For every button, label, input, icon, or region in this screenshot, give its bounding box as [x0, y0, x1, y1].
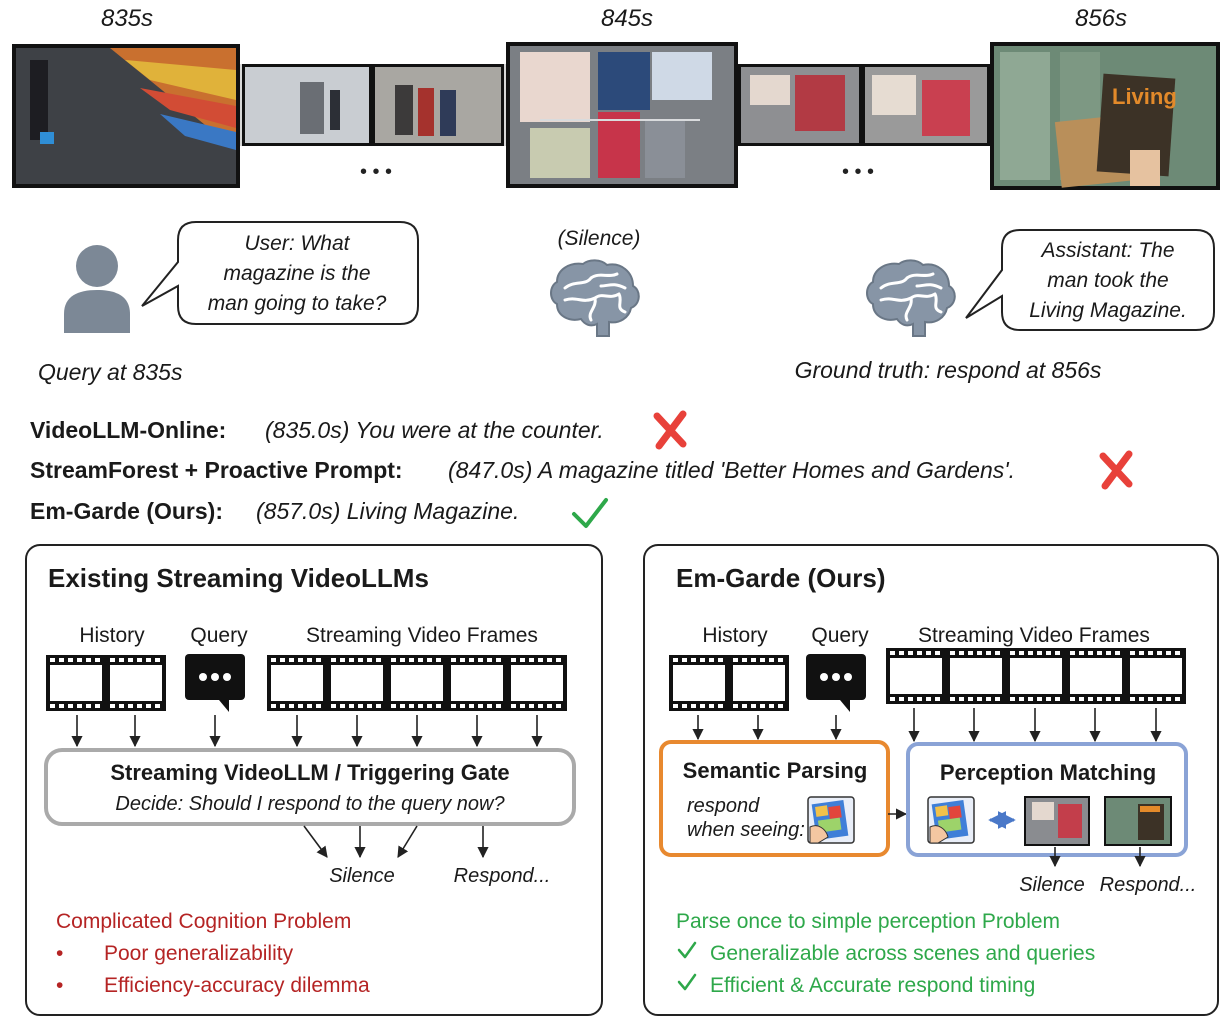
- right-output-arrows: [1049, 847, 1146, 868]
- check-efficient-accurate: Efficient & Accurate respond timing: [710, 974, 1035, 997]
- left-frames-label: Streaming Video Frames: [306, 624, 538, 647]
- check-generalizable: Generalizable across scenes and queries: [710, 942, 1095, 965]
- bullet-dot: •: [56, 942, 63, 965]
- model-name: Em-Garde (Ours):: [30, 498, 223, 524]
- bullet-poor-generalizability: Poor generalizability: [104, 942, 294, 965]
- checkmark-icon: [677, 973, 697, 991]
- left-input-arrows: [71, 715, 543, 748]
- magazine-target-icon: [807, 796, 855, 844]
- ground-truth-caption: Ground truth: respond at 856s: [795, 357, 1102, 383]
- ellipsis-2: • • •: [842, 161, 874, 183]
- brain-icon-845s: [549, 258, 641, 338]
- assistant-line-3: Living Magazine.: [1029, 299, 1187, 322]
- user-line-1: User: What: [244, 232, 350, 255]
- cross-icon: [653, 410, 687, 450]
- user-speech-bubble: User: What magazine is the man going to …: [141, 221, 419, 325]
- right-frames-label: Streaming Video Frames: [918, 624, 1150, 647]
- right-panel-em-garde: Em-Garde (Ours) History Query Streaming …: [643, 544, 1219, 1016]
- result-row-videollm-online: VideoLLM-Online: (835.0s) You were at th…: [30, 410, 687, 450]
- magazine-cover-logo: Living: [1112, 84, 1177, 109]
- ellipsis-1: • • •: [360, 161, 392, 183]
- check-icon: [572, 498, 608, 528]
- frame-rack-2: [862, 64, 990, 146]
- bullet-dot: •: [56, 974, 63, 997]
- model-output: (835.0s) You were at the counter.: [265, 417, 604, 443]
- left-output-arrows: [303, 825, 489, 859]
- frame-people: [372, 64, 504, 146]
- assistant-line-2: man took the: [1047, 269, 1168, 292]
- right-input-arrows: [692, 708, 1162, 743]
- matching-frame-rack: [1024, 796, 1090, 846]
- bullet-efficiency-accuracy: Efficiency-accuracy dilemma: [104, 974, 370, 997]
- left-silence-label: Silence: [329, 865, 395, 887]
- silence-label: (Silence): [558, 227, 641, 250]
- brain-icon-856s: [865, 258, 957, 338]
- assistant-speech-bubble: Assistant: The man took the Living Magaz…: [965, 229, 1215, 331]
- triggering-gate-box: Streaming VideoLLM / Triggering Gate Dec…: [44, 748, 576, 826]
- frame-835s-snack-aisle: [12, 44, 240, 188]
- perception-matching-title: Perception Matching: [940, 760, 1156, 785]
- user-line-3: man going to take?: [208, 292, 387, 315]
- model-output: (857.0s) Living Magazine.: [256, 498, 519, 524]
- right-frames-filmstrip: [886, 648, 1186, 704]
- frame-845s-magazine-rack: [506, 42, 738, 188]
- right-panel-title: Em-Garde (Ours): [676, 563, 886, 593]
- magazine-query-icon: [927, 796, 975, 844]
- matching-frame-living: [1104, 796, 1172, 846]
- right-respond-label: Respond...: [1100, 874, 1197, 896]
- right-silence-label: Silence: [1019, 874, 1085, 896]
- left-history-filmstrip: [46, 655, 166, 711]
- model-name: StreamForest + Proactive Prompt:: [30, 457, 403, 483]
- query-caption: Query at 835s: [38, 359, 183, 385]
- timestamp-845: 845s: [601, 5, 653, 32]
- left-query-label: Query: [190, 624, 248, 647]
- parsing-sub-2: when seeing:: [687, 819, 805, 841]
- timestamp-835: 835s: [101, 5, 153, 32]
- left-panel-title: Existing Streaming VideoLLMs: [48, 563, 429, 593]
- frame-corridor: [242, 64, 372, 146]
- right-history-label: History: [702, 624, 768, 647]
- semantic-parsing-box: Semantic Parsing respond when seeing:: [659, 740, 890, 857]
- frame-rack-1: [738, 64, 862, 146]
- result-row-streamforest: StreamForest + Proactive Prompt: (847.0s…: [30, 450, 1133, 490]
- parsing-sub-1: respond: [687, 795, 760, 817]
- solution-heading: Parse once to simple perception Problem: [676, 910, 1060, 933]
- right-query-label: Query: [811, 624, 869, 647]
- gate-title: Streaming VideoLLM / Triggering Gate: [110, 760, 509, 785]
- perception-matching-box: Perception Matching: [906, 742, 1188, 857]
- timestamp-856: 856s: [1075, 5, 1127, 32]
- model-name: VideoLLM-Online:: [30, 417, 226, 443]
- result-row-em-garde: Em-Garde (Ours): (857.0s) Living Magazin…: [30, 498, 608, 528]
- assistant-line-1: Assistant: The: [1039, 239, 1174, 262]
- cross-icon: [1099, 450, 1133, 490]
- left-respond-label: Respond...: [454, 865, 551, 887]
- user-line-2: magazine is the: [223, 262, 370, 285]
- left-frames-filmstrip: [267, 655, 567, 711]
- problem-heading: Complicated Cognition Problem: [56, 910, 351, 933]
- right-history-filmstrip: [669, 655, 789, 711]
- user-icon: [64, 245, 130, 333]
- frame-856s-living-magazine: Living: [990, 42, 1220, 190]
- gate-subtitle: Decide: Should I respond to the query no…: [115, 793, 505, 815]
- left-panel-existing-videollms: Existing Streaming VideoLLMs History Que…: [25, 544, 603, 1016]
- left-history-label: History: [79, 624, 145, 647]
- model-output: (847.0s) A magazine titled 'Better Homes…: [448, 457, 1015, 483]
- checkmark-icon: [677, 941, 697, 959]
- semantic-parsing-title: Semantic Parsing: [683, 758, 868, 783]
